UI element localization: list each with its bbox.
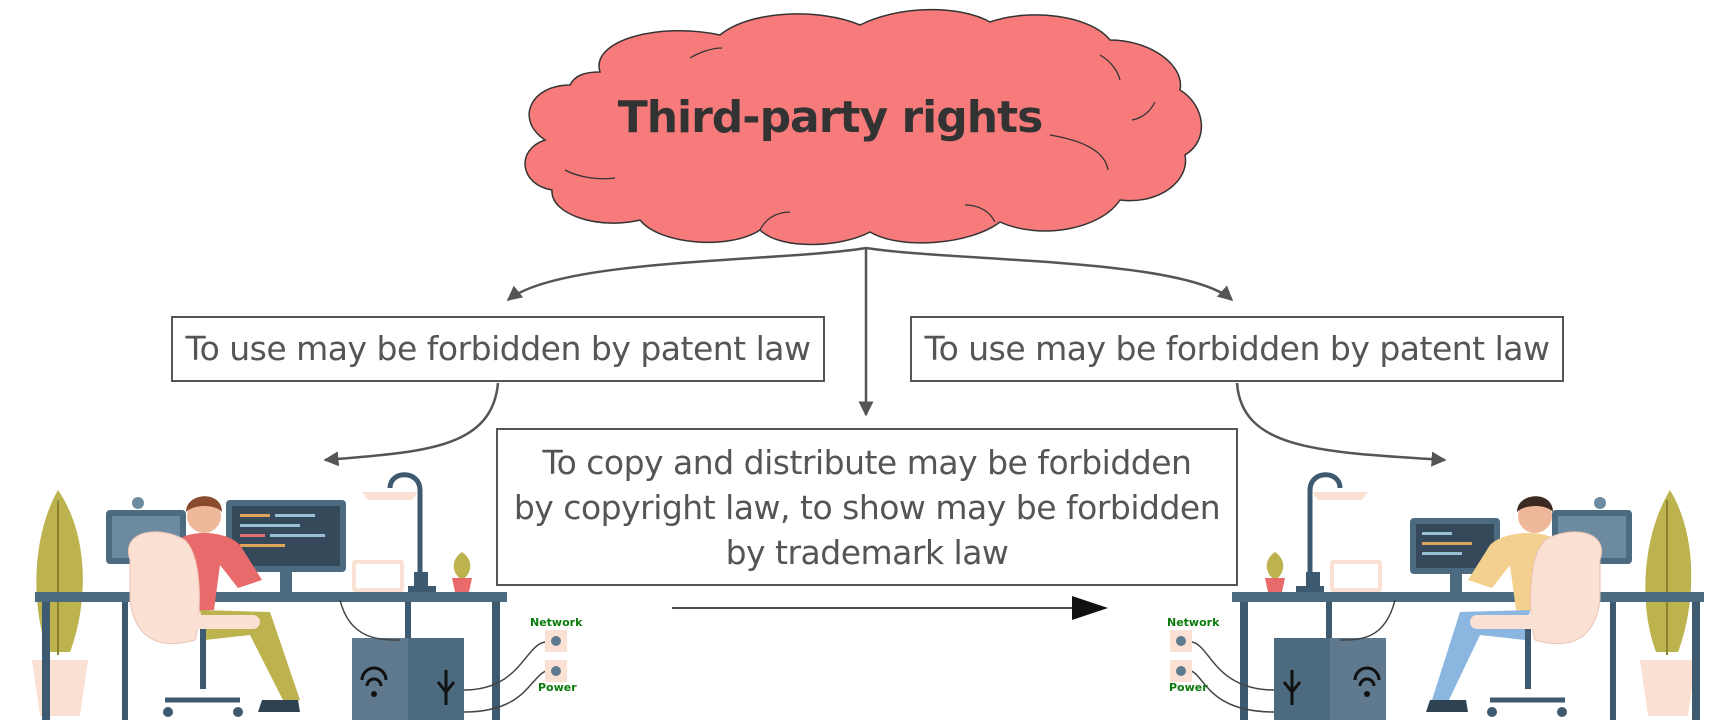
copyright-trademark-box: To copy and distribute may be forbidden … [496,428,1238,586]
arrow-to-left-box [506,246,867,301]
center-text-line-3: by trademark law [725,533,1009,572]
left-patent-text: To use may be forbidden by patent law [185,329,811,368]
arrow-right-box-to-computer [1235,382,1447,467]
cloud-shape [524,8,1202,246]
transfer-arrow-head [1072,596,1108,620]
center-text-line-1: To copy and distribute may be forbidden [542,443,1192,482]
arrow-left-box-to-computer [323,382,500,467]
left-patent-box: To use may be forbidden by patent law [171,316,825,382]
right-power-label: Power [1169,681,1208,694]
right-network-label: Network [1167,616,1220,629]
left-network-label: Network [530,616,583,629]
arrow-to-right-box [865,246,1234,301]
center-text-line-2: by copyright law, to show may be forbidd… [513,488,1221,527]
right-patent-text: To use may be forbidden by patent law [924,329,1550,368]
left-workstation-illustration [32,472,567,720]
right-workstation-illustration [1170,472,1704,720]
cloud-title: Third-party rights [617,92,1044,143]
left-power-label: Power [538,681,577,694]
right-patent-box: To use may be forbidden by patent law [910,316,1564,382]
